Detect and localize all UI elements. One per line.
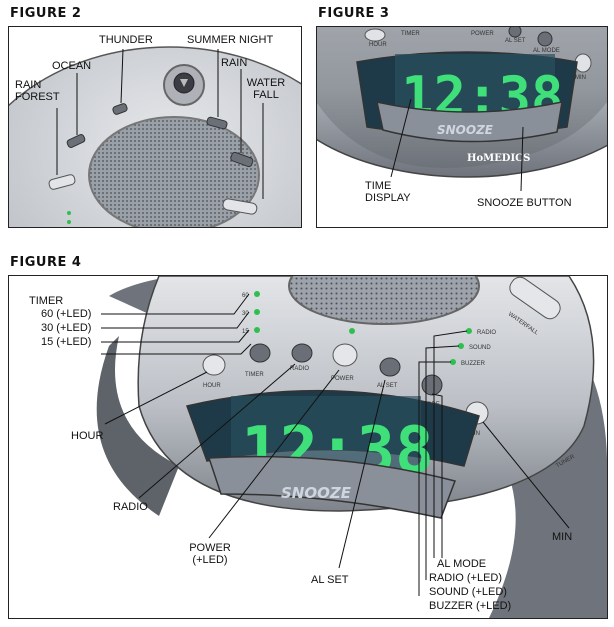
figure2-leaders [56, 48, 264, 199]
label-summer-night: SUMMER NIGHT [187, 34, 274, 46]
top-buttons: HOUR TIMER POWER AL SET AL MODE MIN [364, 27, 592, 81]
timer-button-label: TIMER [401, 31, 420, 37]
al-mode-button-label: AL MODE [533, 48, 560, 54]
label-snooze-button: SNOOZE BUTTON [477, 197, 572, 209]
radio-button-text: RADIO [290, 366, 309, 372]
label-buzzer-led: BUZZER (+LED) [429, 600, 512, 612]
power-button-text: POWER [331, 376, 354, 382]
brand-logo: HoMEDICS [389, 526, 459, 539]
sound-led-text: SOUND [469, 345, 491, 351]
timer-button-text: TIMER [245, 372, 264, 378]
radio-led [466, 328, 472, 334]
figure2-panel: THUNDER SUMMER NIGHT OCEAN RAIN RAIN FOR… [8, 26, 302, 228]
timer-30-text: 30 [242, 311, 249, 317]
snooze-bar[interactable] [376, 101, 563, 143]
power-button-label: POWER [471, 31, 494, 37]
buzzer-led [450, 359, 456, 365]
label-al-set: AL SET [311, 574, 349, 586]
figure3-panel: HOUR TIMER POWER AL SET AL MODE MIN 12:3… [316, 26, 608, 228]
figure4-title: FIGURE 4 [10, 255, 82, 270]
al-set-button-text: AL SET [377, 383, 398, 389]
rain-button[interactable] [230, 151, 254, 168]
label-water-fall: WATER FALL [246, 77, 286, 101]
label-radio-led: RADIO (+LED) [429, 572, 503, 584]
power-led [349, 328, 355, 334]
hour-button[interactable] [202, 354, 226, 376]
label-timer-60: 60 (+LED) [41, 308, 92, 320]
hour-button-label: HOUR [369, 42, 387, 48]
timer-60-led [254, 291, 260, 297]
hour-button-text: HOUR [203, 383, 221, 389]
label-sound-led: SOUND (+LED) [429, 586, 507, 598]
label-al-mode: AL MODE [437, 558, 487, 570]
figure3-title: FIGURE 3 [318, 6, 390, 21]
label-rain-forest: RAIN FOREST [15, 79, 60, 103]
al-set-button[interactable] [508, 27, 522, 38]
label-timer: TIMER [29, 295, 64, 307]
figure2-illustration [9, 46, 301, 227]
label-time-display: TIME DISPLAY [365, 180, 411, 204]
figure4-leaders [101, 293, 570, 596]
radio-led-text: RADIO [477, 330, 496, 336]
ocean-button[interactable] [66, 134, 86, 149]
speaker-grille [288, 276, 480, 325]
label-rain-right: RAIN [221, 57, 248, 69]
summer-night-button[interactable] [206, 116, 228, 130]
snooze-bar[interactable] [207, 455, 456, 519]
brand-logo: HoMEDICS [467, 153, 530, 164]
label-thunder: THUNDER [99, 34, 153, 46]
al-set-button-label: AL SET [505, 38, 526, 44]
label-timer-30: 30 (+LED) [41, 322, 92, 334]
snooze-text: SNOOZE [281, 484, 352, 502]
timer-30-led [254, 309, 260, 315]
power-button[interactable] [332, 343, 358, 367]
figure2-title: FIGURE 2 [10, 6, 82, 21]
snooze-text: SNOOZE [437, 123, 494, 137]
label-hour: HOUR [71, 430, 104, 442]
radio-button[interactable] [291, 343, 313, 363]
water-fall-button[interactable] [222, 198, 258, 215]
label-min: MIN [552, 531, 573, 543]
label-power: POWER (+LED) [189, 542, 231, 566]
min-button-text: MIN [469, 431, 480, 437]
rain-forest-button[interactable] [48, 174, 76, 190]
al-mode-button[interactable] [421, 374, 443, 396]
label-ocean: OCEAN [52, 60, 92, 72]
timer-15-text: 15 [242, 329, 249, 335]
thunder-button[interactable] [112, 103, 128, 115]
timer-15-led [254, 327, 260, 333]
figure3-illustration: HOUR TIMER POWER AL SET AL MODE MIN 12:3… [317, 27, 607, 192]
sound-led [458, 343, 464, 349]
figure4-illustration: WATERFALL 60 30 15 RADIO SOUND BUZZER HO… [96, 276, 607, 618]
al-mode-button[interactable] [537, 31, 553, 47]
timer-60-text: 60 [242, 293, 249, 299]
waterfall-button[interactable] [506, 276, 563, 322]
figure4-panel: WATERFALL 60 30 15 RADIO SOUND BUZZER HO… [8, 275, 608, 619]
al-set-button[interactable] [379, 357, 401, 377]
speaker-grille [88, 116, 260, 227]
label-timer-15: 15 (+LED) [41, 336, 92, 348]
label-radio: RADIO [113, 501, 148, 513]
hour-button[interactable] [364, 28, 386, 42]
figure3-leaders [390, 98, 524, 192]
timer-button[interactable] [249, 343, 271, 363]
min-button-label: MIN [575, 75, 586, 81]
buzzer-led-text: BUZZER [461, 361, 486, 367]
